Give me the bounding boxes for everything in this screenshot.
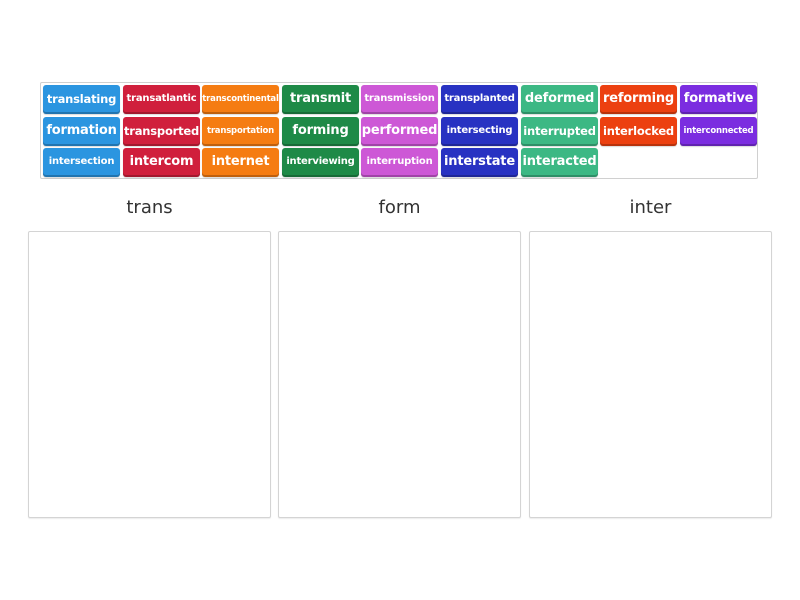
word-tile-interrupted[interactable]: interrupted (521, 117, 598, 146)
word-tile-interlocked[interactable]: interlocked (600, 117, 677, 146)
word-tile-formative[interactable]: formative (680, 85, 757, 114)
group-header-form: form (378, 197, 421, 218)
group-header-inter: inter (629, 197, 672, 218)
group-header-trans: trans (126, 197, 173, 218)
word-tile-deformed[interactable]: deformed (521, 85, 598, 114)
drop-zone-form[interactable] (278, 231, 521, 518)
word-tile-interconnected[interactable]: interconnected (680, 117, 757, 146)
word-tile-transmit[interactable]: transmit (282, 85, 359, 114)
word-tile-interstate[interactable]: interstate (441, 148, 518, 177)
drop-zone-trans[interactable] (28, 231, 271, 518)
word-tile-intercom[interactable]: intercom (123, 148, 200, 177)
word-tile-intersection[interactable]: intersection (43, 148, 120, 177)
word-tile-transplanted[interactable]: transplanted (441, 85, 518, 114)
word-tile-performed[interactable]: performed (361, 117, 438, 146)
word-tile-internet[interactable]: internet (202, 148, 279, 177)
word-tile-transatlantic[interactable]: transatlantic (123, 85, 200, 114)
word-tile-interviewing[interactable]: interviewing (282, 148, 359, 177)
word-tile-forming[interactable]: forming (282, 117, 359, 146)
word-tile-reforming[interactable]: reforming (600, 85, 677, 114)
drop-zone-inter[interactable] (529, 231, 772, 518)
word-tile-transported[interactable]: transported (123, 117, 200, 146)
word-tile-transmission[interactable]: transmission (361, 85, 438, 114)
word-tile-transcontinental[interactable]: transcontinental (202, 85, 279, 114)
word-tile-interacted[interactable]: interacted (521, 148, 598, 177)
word-tile-formation[interactable]: formation (43, 117, 120, 146)
word-tile-interruption[interactable]: interruption (361, 148, 438, 177)
word-tile-transportation[interactable]: transportation (202, 117, 279, 146)
word-tile-intersecting[interactable]: intersecting (441, 117, 518, 146)
word-tile-translating[interactable]: translating (43, 85, 120, 114)
